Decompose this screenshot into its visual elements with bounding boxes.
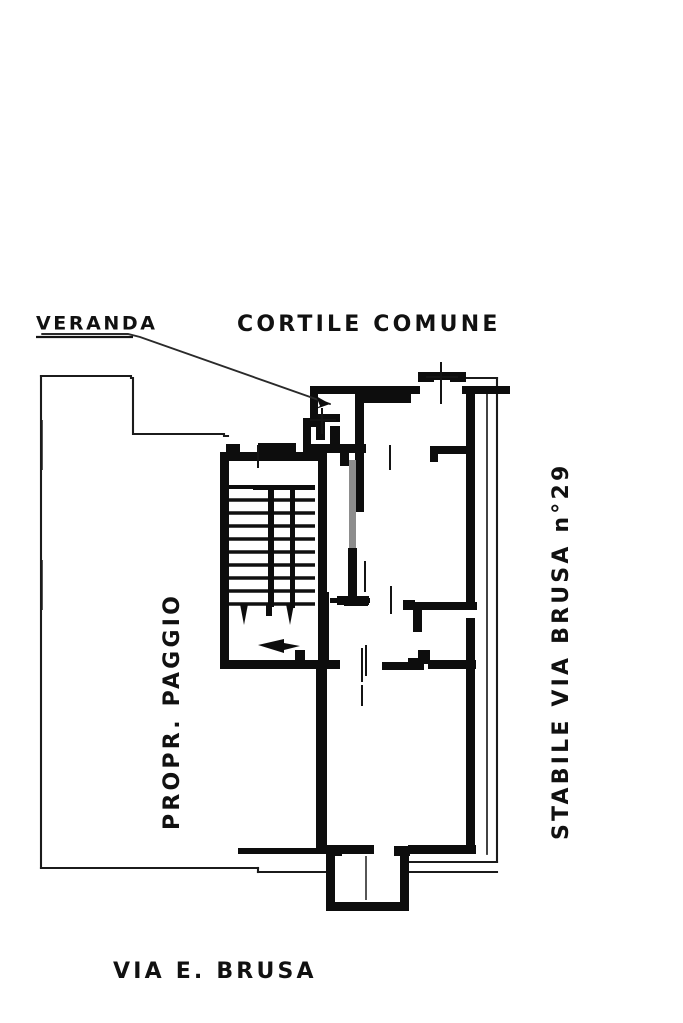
stair-arrow-left (240, 604, 248, 625)
wall-stairwell-left (220, 452, 229, 660)
building-walls (220, 362, 510, 911)
wall-stairwell-top (226, 452, 326, 461)
wall-building-right-upper (466, 386, 475, 546)
wall-stairwell-right (318, 452, 327, 592)
label-propr-paggio: PROPR. PAGGIO (160, 593, 185, 830)
wall-building-right-lower (466, 678, 475, 852)
entrance-vestibule (326, 846, 410, 911)
label-stabile-via-brusa: STABILE VIA BRUSA n°29 (549, 462, 574, 840)
label-veranda: VERANDA (36, 313, 158, 335)
lower-center-room-walls (238, 662, 476, 854)
main-staircase (229, 485, 315, 653)
veranda-arrowhead (313, 396, 330, 410)
veranda-leader (41, 333, 331, 410)
neighbor-property-outline (39, 374, 260, 874)
stair-direction-arrow (258, 639, 300, 653)
stair-arrow-right (286, 604, 294, 625)
wall-lower-center-left (316, 662, 327, 852)
stair-handrail-center (268, 485, 274, 607)
wall-middle-horizontal (326, 444, 366, 466)
label-via-e-brusa: VIA E. BRUSA (113, 959, 317, 984)
veranda-structure (303, 386, 402, 453)
label-cortile-comune: CORTILE COMUNE (237, 312, 501, 337)
